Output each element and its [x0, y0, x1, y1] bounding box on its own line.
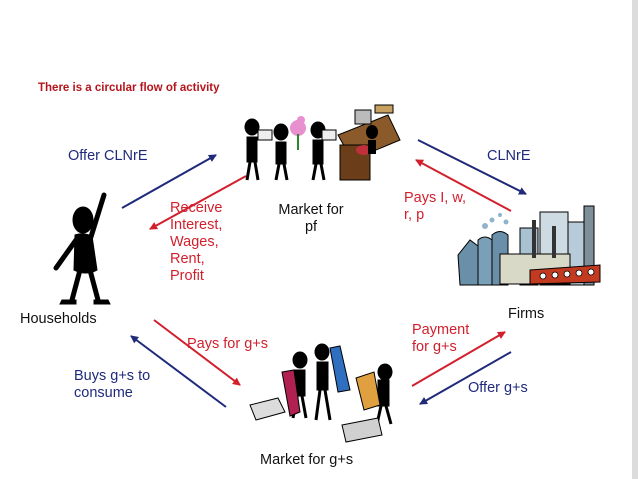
goods-market-clipart-icon: [249, 343, 393, 443]
arrow-offer-clnre: [121, 154, 217, 209]
label-pays-for-gs: Pays for g+s: [187, 336, 268, 352]
slide-edge-bar: [632, 0, 638, 479]
label-clnre: CLNrE: [487, 148, 531, 164]
arrow-pays-for-gs: [153, 319, 241, 386]
label-firms: Firms: [508, 306, 545, 322]
label-offer-gs: Offer g+s: [468, 380, 528, 396]
label-market-gs: Market for g+s: [260, 452, 354, 468]
factor-market-clipart-icon: [244, 104, 401, 181]
label-households: Households: [20, 311, 97, 327]
arrow-pays-iwrp: [415, 159, 512, 212]
arrow-buys-gs: [130, 335, 227, 408]
arrow-offer-gs: [419, 351, 512, 405]
label-buys-gs: Buys g+s to consume: [74, 368, 151, 401]
label-payment-gs: Payment for g+s: [412, 322, 470, 355]
arrow-clnre-to-firms: [417, 139, 527, 195]
factory-icon: [457, 205, 601, 286]
arrow-payment-gs: [411, 331, 506, 387]
label-offer-clnre: Offer CLNrE: [68, 148, 148, 164]
label-receive-income: Receive Interest, Wages, Rent, Profit: [170, 200, 223, 284]
label-pays-iwrp: Pays I, w, r, p: [404, 190, 467, 223]
label-market-pf: Market for pf: [278, 202, 344, 235]
slide-title: There is a circular flow of activity: [38, 82, 220, 94]
household-figure-icon: [53, 192, 111, 305]
arrow-receive-income: [149, 175, 247, 230]
